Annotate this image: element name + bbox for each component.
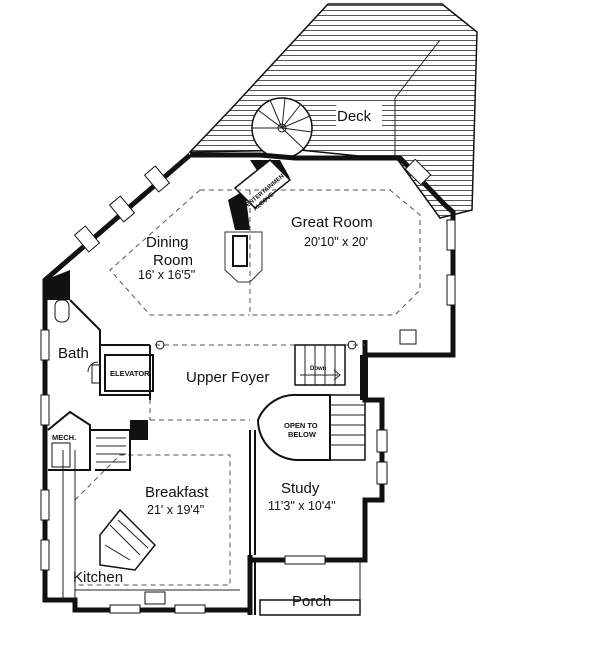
stair-down-label: Down [310,366,327,372]
open-to-below-line2: BELOW [288,430,317,439]
mech-label: MECH. [52,433,76,442]
room-labels: Great Room 20'10" x 20' Dining Room 16' … [73,214,373,610]
elevator-label: ELEVATOR [110,369,150,378]
sinks [144,329,417,605]
center-column [224,231,263,283]
great-room-label: Great Room [291,214,373,231]
dining-room-label-line1: Dining [146,234,189,251]
study-label: Study [281,480,320,497]
dining-room-size: 16' x 16'5" [138,268,195,282]
spiral-stair [251,97,313,159]
study-walls [249,430,256,555]
kitchen-label: Kitchen [73,569,123,586]
study-size: 11'3" x 10'4" [268,499,336,513]
great-room-size: 20'10" x 20' [304,235,368,249]
service-core: Bath ELEVATOR MECH. [47,299,154,471]
upper-foyer-label: Upper Foyer [186,369,269,386]
windows [40,158,456,614]
bath-label: Bath [58,345,89,362]
breakfast-size: 21' x 19'4" [147,503,204,517]
breakfast-label: Breakfast [145,484,209,501]
deck-area: Deck [188,3,478,219]
foyer-stair: Down OPEN TO BELOW [256,344,366,461]
kitchen-island [99,508,157,571]
porch-label: Porch [292,593,331,610]
porch [259,560,361,616]
dining-room-label-line2: Room [153,252,193,269]
open-to-below-line1: OPEN TO [284,421,318,430]
deck-label: Deck [337,108,372,125]
